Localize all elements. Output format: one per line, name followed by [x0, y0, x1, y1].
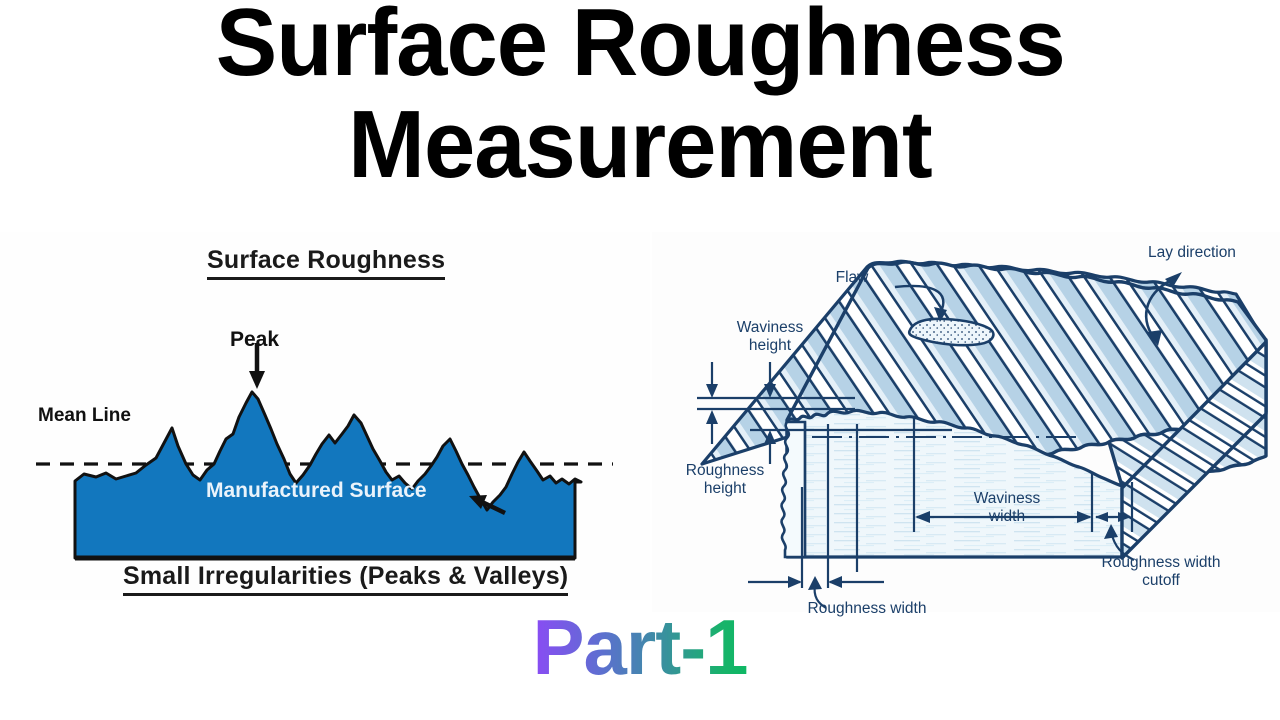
surface-profile-graphic [36, 343, 613, 561]
mean-line-label: Mean Line [38, 405, 131, 426]
valley-label: Valley [490, 694, 550, 717]
lay-direction-label: Lay direction [1148, 244, 1236, 261]
flaw-leader-line [894, 284, 947, 322]
roughness-width-cutoff-label: Roughness width cutoff [1101, 554, 1221, 589]
part-badge: Part-1 [0, 608, 1280, 686]
callout-leaders [813, 531, 1135, 609]
block-front-face [785, 408, 1124, 559]
part-badge-label: Part-1 [532, 603, 748, 691]
surface-texture-block-graphic [697, 259, 1268, 609]
right-diagram-panel: Lay direction Flaw Waviness height Rough… [652, 232, 1280, 617]
peak-label: Peak [230, 328, 280, 351]
valley-arrow-icon [469, 495, 506, 516]
waviness-height-label: Waviness height [736, 319, 804, 354]
manufactured-surface-shape [73, 390, 583, 560]
peak-arrow-icon [249, 343, 265, 389]
title-line-2: Measurement [348, 91, 933, 199]
title-line-1: Surface Roughness [215, 0, 1065, 96]
block-side-wedge [1120, 340, 1268, 560]
lay-direction-arrow [1144, 272, 1182, 346]
waviness-width-label: Waviness width [973, 490, 1041, 525]
dimension-arrowheads [706, 384, 1131, 590]
roughness-height-label: Roughness height [685, 462, 765, 497]
flaw-label: Flaw [835, 269, 869, 286]
roughness-width-label: Roughness width [807, 600, 927, 617]
left-diagram-panel: Surface Roughness Peak Mean Line Manufac… [0, 232, 650, 717]
dimension-lines [697, 362, 1134, 588]
block-left-end [780, 420, 807, 559]
page-title: Surface Roughness Measurement [0, 0, 1280, 215]
manufactured-surface-label: Manufactured Surface [206, 479, 427, 502]
left-diagram-heading: Surface Roughness [207, 246, 446, 280]
left-diagram-caption: Small Irregularities (Peaks & Valleys) [123, 562, 569, 596]
